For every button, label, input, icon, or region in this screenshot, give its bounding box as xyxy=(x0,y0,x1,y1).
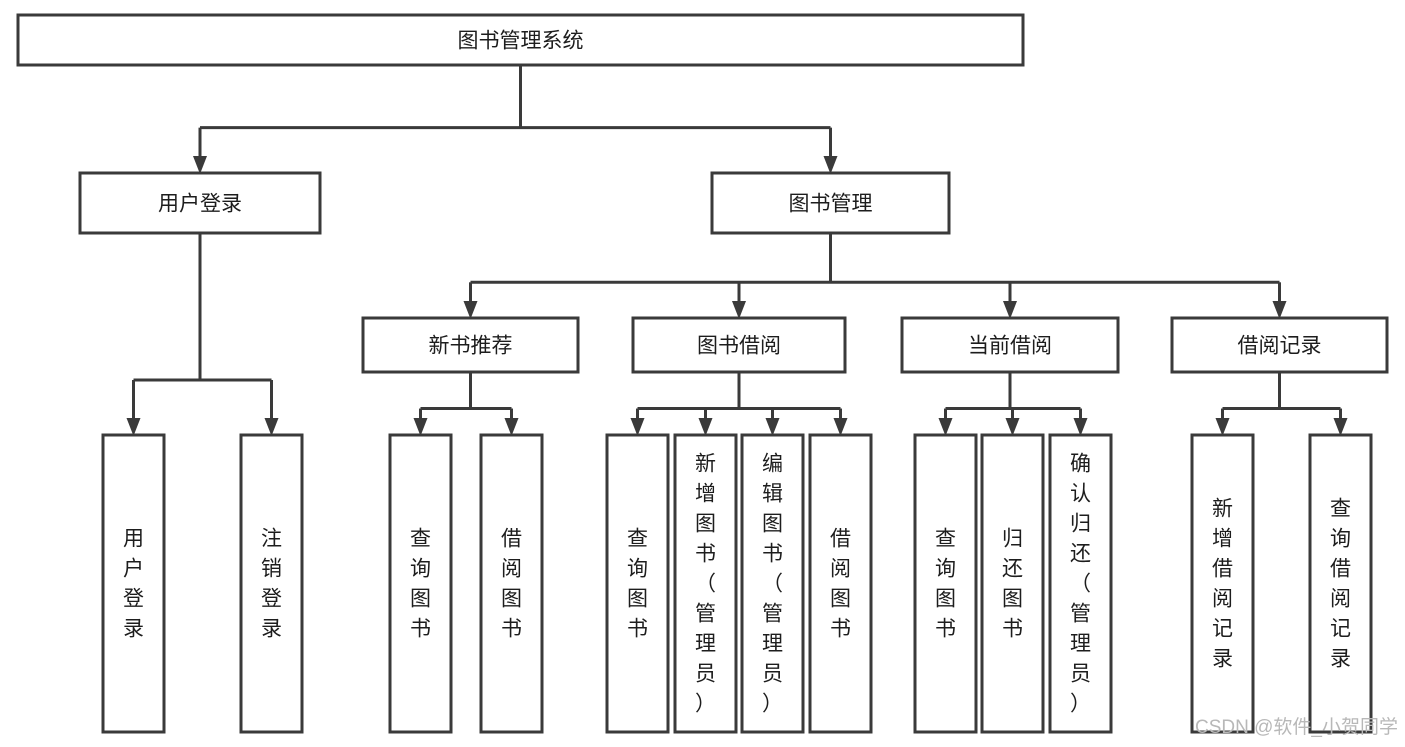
node-user-login[interactable]: 用户登录 xyxy=(78,171,322,235)
arrow-head-icon xyxy=(1003,301,1017,319)
arrow-head-icon xyxy=(1215,418,1230,436)
node-label: 确认归还（管理员） xyxy=(1070,452,1091,715)
node-box[interactable] xyxy=(631,316,847,374)
node-box[interactable] xyxy=(1048,433,1113,734)
node-leaf-logout[interactable]: 注销登录 xyxy=(239,433,304,734)
node-label: 借阅图书 xyxy=(501,527,522,640)
node-leaf-user-login[interactable]: 用户登录 xyxy=(101,433,166,734)
node-box[interactable] xyxy=(78,171,322,235)
node-leaf-add-book[interactable]: 新增图书（管理员） xyxy=(673,433,738,734)
csdn-watermark: CSDN @软件_小贺同学 xyxy=(1195,716,1398,738)
node-box[interactable] xyxy=(479,433,544,734)
node-root[interactable]: 图书管理系统 xyxy=(16,13,1025,67)
node-leaf-borrow-book-1[interactable]: 借阅图书 xyxy=(479,433,544,734)
arrow-head-icon xyxy=(732,301,746,319)
node-label: 图书管理系统 xyxy=(458,30,584,53)
arrow-head-icon xyxy=(823,156,838,174)
node-box[interactable] xyxy=(101,433,166,734)
node-book-manage[interactable]: 图书管理 xyxy=(710,171,951,235)
node-label: 借阅记录 xyxy=(1238,335,1322,358)
node-label: 新增借阅记录 xyxy=(1212,497,1233,670)
node-label: 图书管理 xyxy=(789,193,873,216)
node-leaf-edit-book[interactable]: 编辑图书（管理员） xyxy=(740,433,805,734)
arrow-head-icon xyxy=(630,418,645,436)
node-box[interactable] xyxy=(388,433,453,734)
node-leaf-query-book-1[interactable]: 查询图书 xyxy=(388,433,453,734)
node-box[interactable] xyxy=(1170,316,1389,374)
edges-layer xyxy=(126,65,1348,436)
node-box[interactable] xyxy=(980,433,1045,734)
node-label: 注销登录 xyxy=(261,527,282,640)
node-borrow-record[interactable]: 借阅记录 xyxy=(1170,316,1389,374)
node-box[interactable] xyxy=(1190,433,1255,734)
node-current-borrow[interactable]: 当前借阅 xyxy=(900,316,1120,374)
nodes-layer: 图书管理系统用户登录图书管理新书推荐图书借阅当前借阅借阅记录用户登录注销登录查询… xyxy=(16,13,1389,734)
arrow-head-icon xyxy=(264,418,279,436)
node-leaf-add-record[interactable]: 新增借阅记录 xyxy=(1190,433,1255,734)
arrow-head-icon xyxy=(765,418,780,436)
arrow-head-icon xyxy=(698,418,713,436)
node-new-book-rec[interactable]: 新书推荐 xyxy=(361,316,580,374)
node-label: 查询图书 xyxy=(935,527,956,640)
arrow-head-icon xyxy=(1073,418,1088,436)
arrow-head-icon xyxy=(1333,418,1348,436)
arrow-head-icon xyxy=(1005,418,1020,436)
arrow-head-icon xyxy=(463,301,478,319)
node-label: 用户登录 xyxy=(158,193,242,216)
arrow-head-icon xyxy=(193,156,207,174)
node-label: 查询图书 xyxy=(410,527,431,640)
node-leaf-confirm-return[interactable]: 确认归还（管理员） xyxy=(1048,433,1113,734)
node-label: 编辑图书（管理员） xyxy=(762,452,783,715)
arrow-head-icon xyxy=(413,418,428,436)
node-leaf-borrow-book-2[interactable]: 借阅图书 xyxy=(808,433,873,734)
node-box[interactable] xyxy=(1308,433,1373,734)
arrow-head-icon xyxy=(504,418,519,436)
node-box[interactable] xyxy=(673,433,738,734)
arrow-head-icon xyxy=(126,418,141,436)
node-box[interactable] xyxy=(361,316,580,374)
node-label: 查询借阅记录 xyxy=(1330,497,1351,670)
node-box[interactable] xyxy=(913,433,978,734)
node-label: 借阅图书 xyxy=(830,527,851,640)
node-label: 当前借阅 xyxy=(968,335,1052,358)
node-label: 图书借阅 xyxy=(697,335,781,358)
node-label: 用户登录 xyxy=(123,527,144,640)
arrow-head-icon xyxy=(833,418,848,436)
node-label: 新书推荐 xyxy=(429,335,513,358)
node-leaf-return-book[interactable]: 归还图书 xyxy=(980,433,1045,734)
node-leaf-query-record[interactable]: 查询借阅记录 xyxy=(1308,433,1373,734)
arrow-head-icon xyxy=(938,418,953,436)
node-box[interactable] xyxy=(808,433,873,734)
node-box[interactable] xyxy=(740,433,805,734)
node-label: 新增图书（管理员） xyxy=(695,452,716,715)
node-box[interactable] xyxy=(239,433,304,734)
arrow-head-icon xyxy=(1272,301,1287,319)
node-box[interactable] xyxy=(605,433,670,734)
node-box[interactable] xyxy=(710,171,951,235)
node-label: 查询图书 xyxy=(627,527,648,640)
node-leaf-query-book-2[interactable]: 查询图书 xyxy=(605,433,670,734)
node-leaf-query-book-3[interactable]: 查询图书 xyxy=(913,433,978,734)
node-box[interactable] xyxy=(900,316,1120,374)
node-label: 归还图书 xyxy=(1002,527,1023,640)
node-box[interactable] xyxy=(16,13,1025,67)
node-book-borrow[interactable]: 图书借阅 xyxy=(631,316,847,374)
